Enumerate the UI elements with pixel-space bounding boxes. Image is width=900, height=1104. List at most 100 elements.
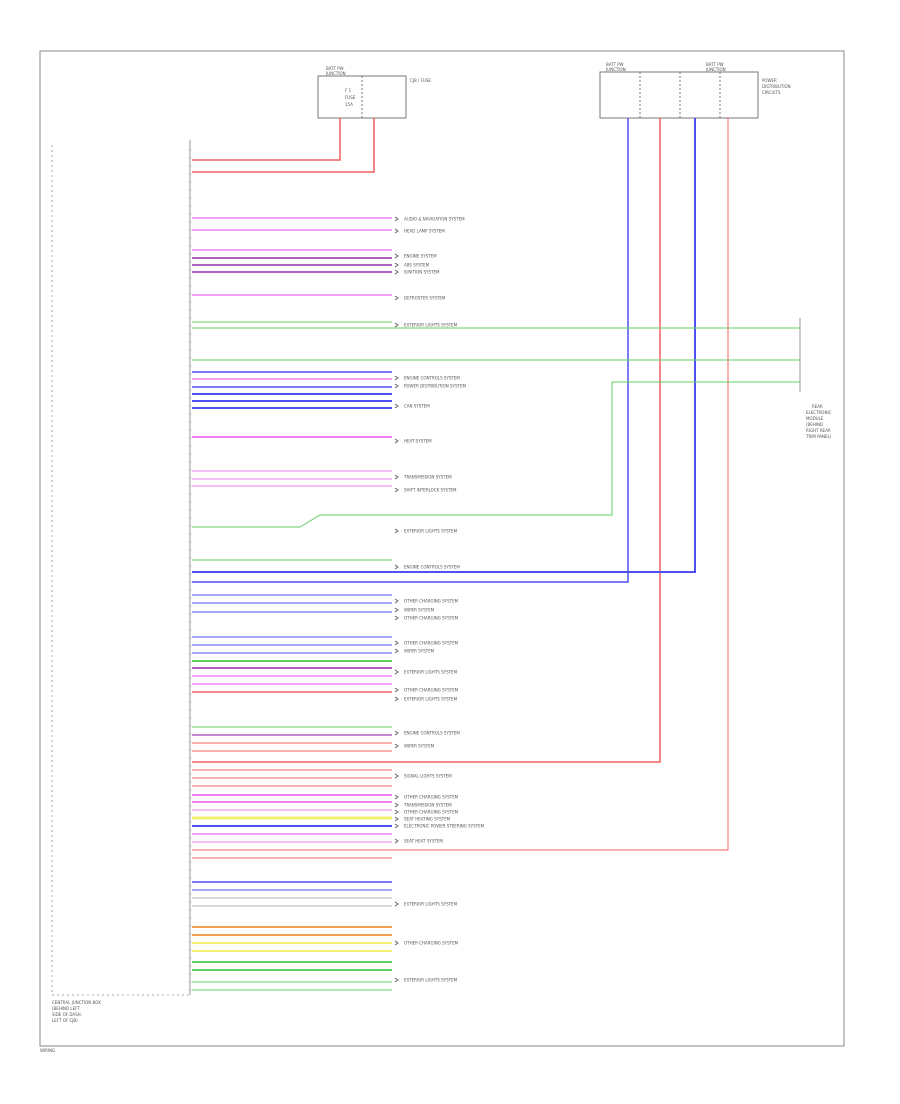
destination-label-5: DEFROSTER SYSTEM (404, 296, 446, 301)
top-box-2-title-a: BATT PW (606, 62, 624, 67)
top-box-1-title-a: BATT PW (326, 66, 344, 71)
top-box-1-fuse-a: F 1 (345, 88, 352, 93)
connector-arrow-26 (394, 794, 399, 800)
connector-arrow-0 (394, 216, 399, 222)
connector-arrow-24 (394, 743, 399, 749)
wire-blue-feed-b (192, 118, 696, 573)
top-box-2-title-b: JUNCTION (605, 67, 626, 72)
destination-label-27: TRANSMISSION SYSTEM (403, 803, 452, 808)
destination-label-1: HEAD LAMP SYSTEM (404, 229, 445, 234)
destination-label-32: EXTERIOR LIGHTS SYSTEM (404, 902, 458, 907)
destination-label-18: OTHER CHARGING SYSTEM (404, 641, 459, 646)
connector-arrow-34 (394, 977, 399, 983)
connector-arrow-2 (394, 253, 399, 259)
connector-arrow-12 (394, 487, 399, 493)
destination-label-17: OTHER CHARGING SYSTEM (404, 616, 459, 621)
destination-label-12: SHIFT INTERLOCK SYSTEM (404, 488, 457, 493)
outer-frame (39, 50, 845, 1047)
destination-label-31: SEAT HEAT SYSTEM (404, 839, 443, 844)
destination-label-20: EXTERIOR LIGHTS SYSTEM (404, 670, 458, 675)
right-module-label-3: (BEHIND (806, 422, 823, 427)
connector-arrow-31 (394, 838, 399, 844)
top-box-1-title-b: JUNCTION (325, 71, 346, 76)
connector-arrow-14 (394, 564, 399, 570)
connector-arrow-22 (394, 696, 399, 702)
connector-arrow-10 (394, 438, 399, 444)
connector-arrow-17 (394, 615, 399, 621)
connector-arrow-20 (394, 669, 399, 675)
connector-arrow-4 (394, 269, 399, 275)
connector-arrow-8 (394, 383, 399, 389)
connector-arrow-30 (394, 823, 399, 829)
destination-label-21: OTHER CHARGING SYSTEM (404, 688, 459, 693)
destination-label-28: OTHER CHARGING SYSTEM (404, 810, 459, 815)
top-box-1-fuse-b: FUSE (345, 95, 356, 100)
connector-arrow-27 (394, 802, 399, 808)
right-module-label-0: REAR (812, 404, 823, 409)
wire-fuse1-feed (192, 118, 341, 161)
wire-blue-feed (192, 118, 629, 583)
connector-arrow-16 (394, 607, 399, 613)
connector-arrow-19 (394, 648, 399, 654)
module-label-3: LEFT OF CJB) (52, 1018, 78, 1023)
destination-label-13: EXTERIOR LIGHTS SYSTEM (404, 529, 458, 534)
destination-label-9: CAN SYSTEM (404, 404, 430, 409)
destination-label-0: AUDIO & NAVIGATION SYSTEM (404, 217, 465, 222)
connector-arrow-18 (394, 640, 399, 646)
destination-label-26: OTHER CHARGING SYSTEM (404, 795, 459, 800)
right-module-label-5: TRIM PANEL) (805, 434, 832, 439)
destination-label-8: POWER DISTRIBUTION SYSTEM (404, 384, 466, 389)
destination-label-29: SEAT HEATING SYSTEM (404, 817, 451, 822)
connector-arrow-5 (394, 295, 399, 301)
destination-label-25: SIGNAL LIGHTS SYSTEM (404, 774, 452, 779)
top-box-2-title-c: BATT PW (706, 62, 724, 67)
module-label-2: SIDE OF DASH, (52, 1012, 82, 1017)
connector-arrow-15 (394, 598, 399, 604)
destination-label-23: ENGINE CONTROLS SYSTEM (404, 731, 460, 736)
right-module-label-2: MODULE (806, 416, 824, 421)
destination-label-34: EXTERIOR LIGHTS SYSTEM (404, 978, 458, 983)
top-box-2-label-b: DISTRIBUTION (762, 84, 791, 89)
footer-label: WIRING (40, 1048, 55, 1053)
top-box-1-fuse-c: 15A (345, 102, 353, 107)
destination-label-11: TRANSMISSION SYSTEM (403, 475, 452, 480)
connector-arrow-13 (394, 528, 399, 534)
destination-label-6: EXTERIOR LIGHTS SYSTEM (404, 323, 458, 328)
connector-arrow-7 (394, 375, 399, 381)
wire-red-feed-b (192, 118, 729, 851)
destination-label-4: IGNITION SYSTEM (404, 270, 440, 275)
top-box-2 (599, 71, 759, 119)
right-module-label-4: RIGHT REAR (806, 428, 831, 433)
connector-arrow-1 (394, 228, 399, 234)
destination-label-14: ENGINE CONTROLS SYSTEM (404, 565, 460, 570)
top-box-2-label-c: CIRCUITS (762, 90, 781, 95)
wire-fuse1-feed-b (192, 118, 375, 173)
destination-label-3: ABS SYSTEM (404, 263, 430, 268)
connector-arrow-25 (394, 773, 399, 779)
wire-group (188, 118, 800, 991)
destination-label-19: WIPER SYSTEM (404, 649, 435, 654)
module-label-1: (BEHIND LEFT (52, 1006, 80, 1011)
connector-arrow-21 (394, 687, 399, 693)
right-module-label-1: ELECTRONIC (806, 410, 832, 415)
top-box-2-label-a: POWER (762, 78, 777, 83)
module-label-0: CENTRAL JUNCTION BOX (52, 1000, 101, 1005)
destination-label-30: ELECTRONIC POWER STEERING SYSTEM (404, 824, 485, 829)
connector-arrow-32 (394, 901, 399, 907)
destination-label-22: EXTERIOR LIGHTS SYSTEM (404, 697, 458, 702)
wire-red-feed (192, 118, 661, 763)
wire-green-loop (192, 382, 613, 528)
destination-labels: AUDIO & NAVIGATION SYSTEM HEAD LAMP SYSTE… (403, 217, 485, 983)
destination-label-15: OTHER CHARGING SYSTEM (404, 599, 459, 604)
destination-label-33: OTHER CHARGING SYSTEM (404, 941, 459, 946)
destination-label-16: WIPER SYSTEM (404, 608, 435, 613)
destination-label-10: HEAT SYSTEM (404, 439, 432, 444)
connector-arrow-11 (394, 474, 399, 480)
connector-arrow-6 (394, 322, 399, 328)
connector-arrow-9 (394, 403, 399, 409)
destination-label-2: ENGINE SYSTEM (404, 254, 437, 259)
connector-arrow-28 (394, 809, 399, 815)
destination-label-7: ENGINE CONTROLS SYSTEM (404, 376, 460, 381)
